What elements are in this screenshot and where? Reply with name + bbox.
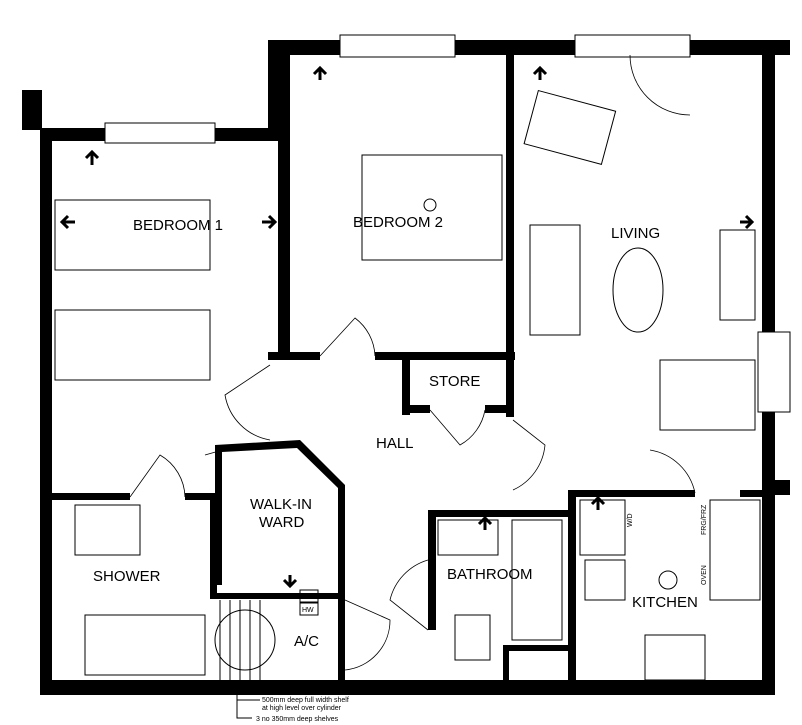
label-frg-frz: FRG/FRZ xyxy=(701,504,708,535)
windows xyxy=(104,34,791,413)
socket-arrows xyxy=(59,65,755,589)
label-bedroom1: BEDROOM 1 xyxy=(133,217,223,234)
label-bathroom: BATHROOM xyxy=(447,566,533,583)
doors xyxy=(129,54,696,671)
note-shelf-2: at high level over cylinder xyxy=(262,705,342,712)
label-walkin-2: WARD xyxy=(259,514,304,531)
furniture xyxy=(54,89,761,681)
label-living: LIVING xyxy=(611,225,660,242)
label-oven: OVEN xyxy=(701,565,708,585)
room-labels: BEDROOM 1 BEDROOM 2 LIVING STORE HALL WA… xyxy=(93,214,698,650)
label-store: STORE xyxy=(429,373,480,390)
label-bedroom2: BEDROOM 2 xyxy=(353,214,443,231)
label-kitchen: KITCHEN xyxy=(632,594,698,611)
label-shower: SHOWER xyxy=(93,568,161,585)
label-walkin-1: WALK-IN xyxy=(250,496,312,513)
note-shelf-1: 500mm deep full width shelf xyxy=(262,697,349,704)
label-hw: HW xyxy=(302,607,314,614)
note-shelves: 3 no 350mm deep shelves xyxy=(256,716,339,723)
label-ac: A/C xyxy=(294,633,319,650)
annotations: 500mm deep full width shelf at high leve… xyxy=(236,680,349,723)
label-hall: HALL xyxy=(376,435,414,452)
appliance-labels: W/D FRG/FRZ OVEN HB HW xyxy=(302,504,708,614)
label-wd: W/D xyxy=(627,513,634,527)
label-hb: HB xyxy=(302,594,312,601)
walls xyxy=(22,40,790,695)
